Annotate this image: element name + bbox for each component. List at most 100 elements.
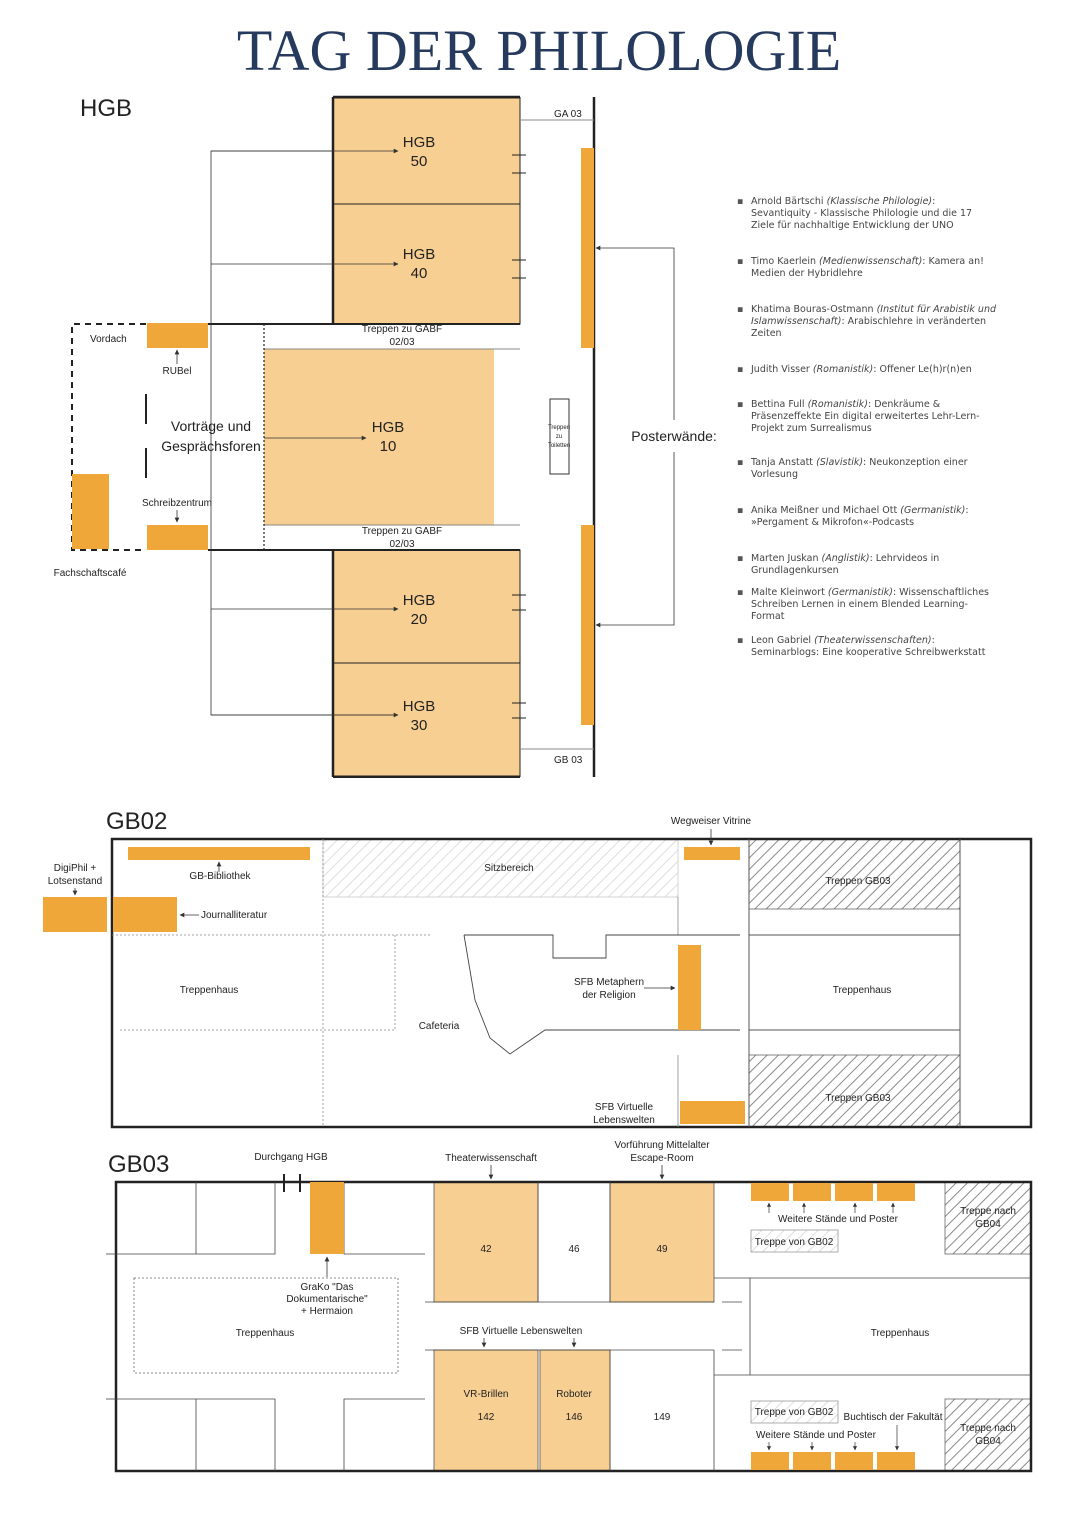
hgb-room-arrows bbox=[210, 148, 399, 718]
vordach-label: Vordach bbox=[90, 334, 127, 345]
hgb-room-30[interactable]: HGB 30 bbox=[332, 662, 521, 777]
gb03-room-142[interactable] bbox=[433, 1349, 539, 1472]
room-label: HGB bbox=[372, 419, 405, 436]
durchgang-label: Durchgang HGB bbox=[254, 1152, 328, 1163]
gb02-section-label: GB02 bbox=[106, 808, 167, 835]
treppen-gb03-top-label: Treppen GB03 bbox=[825, 876, 891, 887]
journalliteratur-label: Journalliteratur bbox=[201, 910, 268, 921]
sitzbereich-label: Sitzbereich bbox=[484, 863, 533, 874]
gb03-room-49[interactable] bbox=[609, 1181, 715, 1303]
buchtisch-label: Buchtisch der Fakultät bbox=[844, 1412, 943, 1423]
talk-item: Malte Kleinwort (Germanistik): Wissensch… bbox=[737, 587, 997, 623]
fachschaftscafe-label: Fachschaftscafé bbox=[54, 568, 127, 579]
room-number: 20 bbox=[411, 611, 428, 628]
room-label: HGB bbox=[403, 592, 436, 609]
wegweiser-stand[interactable] bbox=[684, 847, 740, 860]
posterwaende-label: Posterwände: bbox=[631, 428, 717, 444]
gb03-room-42[interactable] bbox=[433, 1181, 539, 1303]
digiphil-label-1: DigiPhil + bbox=[54, 863, 97, 874]
vorfuehrung-label-1: Vorführung Mittelalter bbox=[614, 1140, 710, 1151]
treppe-gb04-bottom-label-2: GB04 bbox=[975, 1436, 1001, 1447]
gb03-room-146[interactable] bbox=[539, 1349, 611, 1472]
stand-bottom-1[interactable] bbox=[751, 1452, 789, 1470]
treppe-gb04-bottom bbox=[944, 1398, 1032, 1472]
talk-item: Tanja Anstatt (Slavistik): Neukonzeption… bbox=[737, 457, 997, 481]
treppe-von-gb02-bottom-label: Treppe von GB02 bbox=[755, 1407, 834, 1418]
gb03-treppenhaus-right: Treppenhaus bbox=[871, 1328, 930, 1339]
hgb-room-20[interactable]: HGB 20 bbox=[332, 549, 521, 664]
stand-top-4[interactable] bbox=[877, 1183, 915, 1201]
schreibzentrum-stand[interactable] bbox=[147, 525, 208, 550]
toilets-stairs bbox=[549, 398, 570, 475]
fachschaftscafe-stand[interactable] bbox=[72, 474, 109, 549]
treppe-von-gb02-top-label: Treppe von GB02 bbox=[755, 1237, 834, 1248]
stairs-bottom-2: 02/03 bbox=[389, 539, 414, 550]
grako-label-2: Dokumentarische" bbox=[286, 1294, 368, 1305]
toilets-label-3: Toiletten bbox=[548, 443, 570, 449]
sfb-virtuelle-gb02-label-1: SFB Virtuelle bbox=[595, 1102, 654, 1113]
treppe-gb04-top bbox=[944, 1181, 1032, 1255]
sfb-virtuelle-gb02-label-2: Lebenswelten bbox=[593, 1115, 655, 1126]
stairs-top-2: 02/03 bbox=[389, 337, 414, 348]
room-49-label: 49 bbox=[656, 1244, 668, 1255]
room-142-label: 142 bbox=[478, 1412, 495, 1423]
room-149-label: 149 bbox=[654, 1412, 671, 1423]
gb03-section-label: GB03 bbox=[108, 1151, 169, 1178]
talk-item: Arnold Bärtschi (Klassische Philologie):… bbox=[737, 196, 997, 232]
rubel-label: RUBel bbox=[163, 366, 192, 377]
sfb-metaphern-stand[interactable] bbox=[678, 945, 701, 1030]
roboter-label: Roboter bbox=[556, 1389, 592, 1400]
digiphil-label-2: Lotsenstand bbox=[48, 876, 103, 887]
room-146-label: 146 bbox=[566, 1412, 583, 1423]
hgb-section-label: HGB bbox=[80, 95, 132, 122]
vorfuehrung-label-2: Escape-Room bbox=[630, 1153, 693, 1164]
stand-bottom-3[interactable] bbox=[835, 1452, 873, 1470]
sfb-metaphern-label-1: SFB Metaphern bbox=[574, 977, 644, 988]
gb02-hatched-sitzbereich bbox=[322, 838, 679, 898]
grako-label-3: + Hermaion bbox=[301, 1306, 353, 1317]
weitere-bottom-label: Weitere Stände und Poster bbox=[756, 1430, 877, 1441]
stand-arrows bbox=[766, 1202, 900, 1451]
stairs-bottom-1: Treppen zu GABF bbox=[362, 526, 442, 537]
poster-wall-top[interactable] bbox=[581, 148, 594, 348]
ga03-label: GA 03 bbox=[554, 109, 582, 120]
gb02-hatched-treppen-bottom bbox=[748, 1054, 961, 1128]
toilets-label-2: zu bbox=[556, 434, 562, 440]
poster-arrows bbox=[595, 245, 675, 628]
room-label: HGB bbox=[403, 134, 436, 151]
stand-top-2[interactable] bbox=[793, 1183, 831, 1201]
treppe-gb04-bottom-label-1: Treppe nach bbox=[960, 1423, 1016, 1434]
poster-wall-bottom[interactable] bbox=[581, 525, 594, 725]
grako-stand[interactable] bbox=[310, 1182, 344, 1254]
room-number: 30 bbox=[411, 717, 428, 734]
room-label: HGB bbox=[403, 246, 436, 263]
treppen-gb03-bottom-label: Treppen GB03 bbox=[825, 1093, 891, 1104]
weitere-top-label: Weitere Stände und Poster bbox=[778, 1214, 899, 1225]
cafeteria-label: Cafeteria bbox=[419, 1021, 460, 1032]
gb02-treppenhaus-right: Treppenhaus bbox=[833, 985, 892, 996]
stairs-top-1: Treppen zu GABF bbox=[362, 324, 442, 335]
schreibzentrum-label: Schreibzentrum bbox=[142, 498, 212, 509]
talk-list: Arnold Bärtschi (Klassische Philologie):… bbox=[737, 196, 997, 659]
sfb-virtuelle-gb03-label: SFB Virtuelle Lebenswelten bbox=[460, 1326, 583, 1337]
talk-item: Anika Meißner und Michael Ott (Germanist… bbox=[737, 505, 997, 529]
gb02-hatched-treppen-top bbox=[748, 838, 961, 910]
stand-top-3[interactable] bbox=[835, 1183, 873, 1201]
talk-item: Timo Kaerlein (Medienwissenschaft): Kame… bbox=[737, 256, 997, 280]
stand-bottom-2[interactable] bbox=[793, 1452, 831, 1470]
sfb-virtuelle-gb02-stand[interactable] bbox=[680, 1101, 745, 1124]
talk-item: Marten Juskan (Anglistik): Lehrvideos in… bbox=[737, 553, 997, 577]
hgb-room-10[interactable]: HGB 10 bbox=[264, 349, 494, 525]
theaterwissenschaft-label: Theaterwissenschaft bbox=[445, 1153, 537, 1164]
gb-bibliothek-stand[interactable] bbox=[128, 847, 310, 860]
toilets-label-1: Treppen bbox=[548, 425, 570, 431]
room-42-label: 42 bbox=[480, 1244, 492, 1255]
digiphil-stand[interactable] bbox=[43, 897, 107, 932]
grako-label-1: GraKo "Das bbox=[300, 1282, 353, 1293]
stand-top-1[interactable] bbox=[751, 1183, 789, 1201]
journalliteratur-stand[interactable] bbox=[113, 897, 177, 932]
room-46-label: 46 bbox=[568, 1244, 580, 1255]
stand-bottom-4[interactable] bbox=[877, 1452, 915, 1470]
vr-brillen-label: VR-Brillen bbox=[463, 1389, 508, 1400]
rubel-stand[interactable] bbox=[147, 323, 208, 348]
